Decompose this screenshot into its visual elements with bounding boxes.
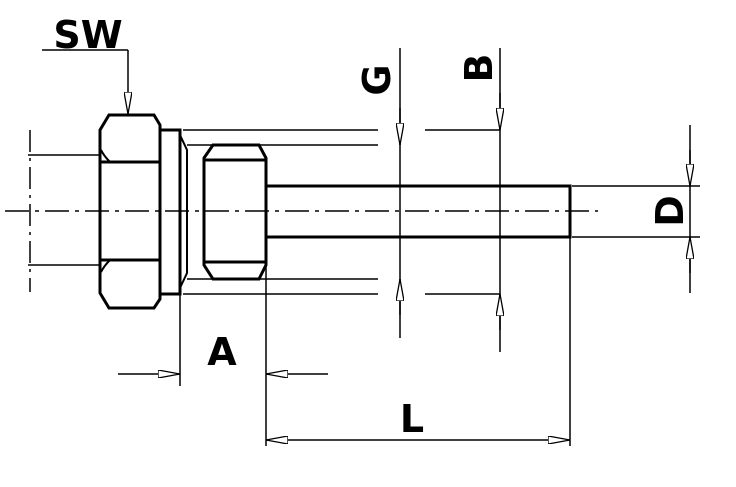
label-l: L bbox=[400, 397, 424, 441]
label-b: B bbox=[457, 54, 501, 83]
thread-runout-lines bbox=[183, 129, 500, 295]
d-dimension bbox=[572, 125, 700, 293]
left-extension-lines bbox=[28, 130, 101, 292]
label-a: A bbox=[207, 330, 237, 374]
collar bbox=[158, 128, 188, 296]
l-dimension bbox=[266, 237, 571, 446]
label-g: G bbox=[355, 64, 399, 95]
hex-nut bbox=[98, 113, 162, 310]
thread-section bbox=[202, 143, 268, 281]
label-sw: SW bbox=[53, 13, 122, 57]
label-d: D bbox=[648, 195, 692, 227]
a-dimension bbox=[118, 237, 328, 446]
sw-leader bbox=[42, 49, 128, 114]
